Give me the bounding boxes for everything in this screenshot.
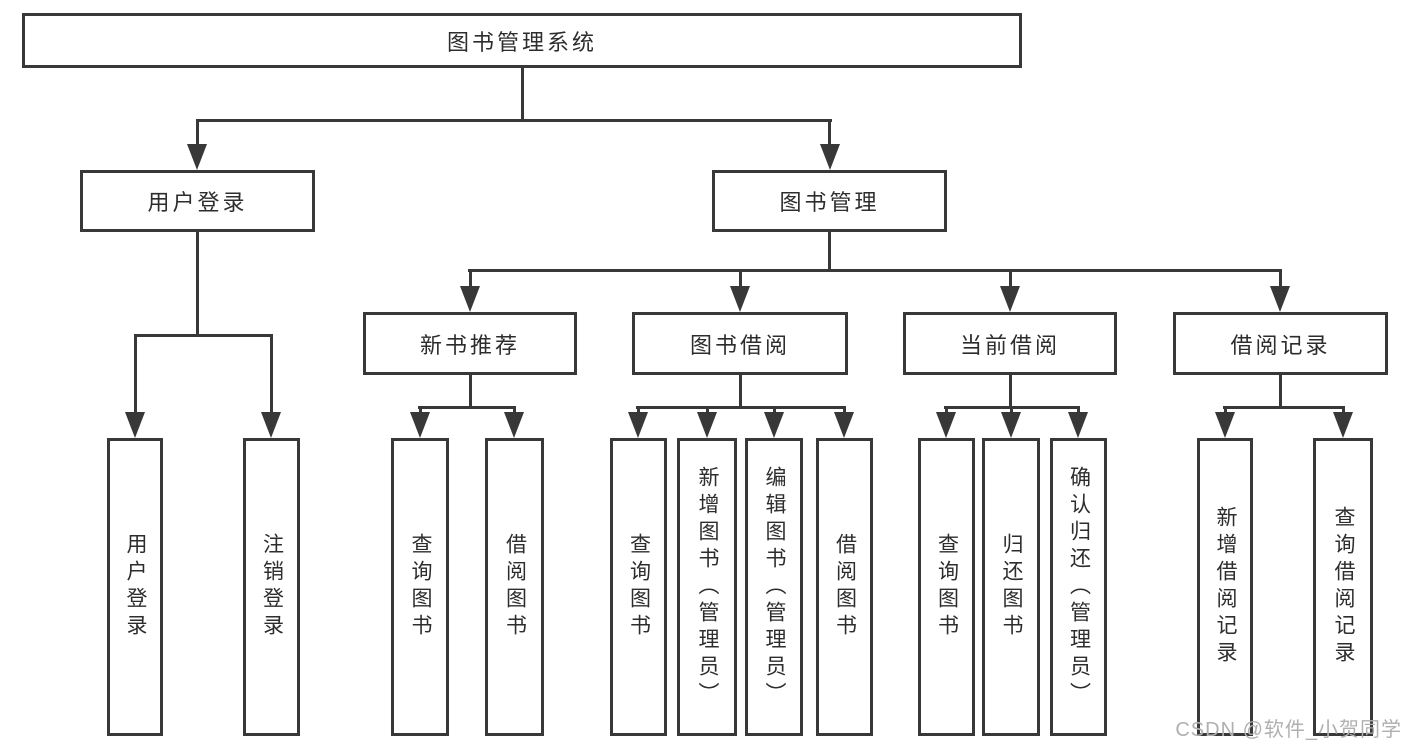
connector-userlogin-drop2 <box>270 334 273 414</box>
connector-level3-drop1 <box>469 269 472 289</box>
leaf-logout-label: 注销登录 <box>260 533 284 641</box>
node-borrow-records-label: 借阅记录 <box>1230 332 1331 358</box>
node-new-book-recommend-label: 新书推荐 <box>419 332 520 358</box>
leaf-borrow-books-1-label: 借阅图书 <box>503 533 527 641</box>
connector-leaf-drop <box>419 406 422 416</box>
arrowhead-icon <box>460 286 480 312</box>
leaf-query-books-3: 查询图书 <box>918 438 975 736</box>
leaf-query-books-1: 查询图书 <box>391 438 449 736</box>
connector-level3-bar <box>468 269 1282 272</box>
node-user-login-label: 用户登录 <box>147 190 248 215</box>
leaf-borrow-books-1: 借阅图书 <box>485 438 544 736</box>
connector-userlogin-stem <box>196 232 199 334</box>
arrowhead-icon <box>125 412 145 438</box>
connector-bookmgmt-stem <box>828 232 831 272</box>
leaf-query-books-3-label: 查询图书 <box>935 533 959 641</box>
leaf-edit-book-admin-label: 编辑图书（管理员） <box>763 465 787 709</box>
leaf-edit-book-admin: 编辑图书（管理员） <box>745 438 803 736</box>
arrowhead-icon <box>936 412 956 438</box>
arrowhead-icon <box>697 412 717 438</box>
node-current-borrow: 当前借阅 <box>903 312 1117 375</box>
node-current-borrow-label: 当前借阅 <box>959 332 1060 358</box>
leaf-query-books-2: 查询图书 <box>610 438 667 736</box>
node-root: 图书管理系统 <box>22 13 1022 68</box>
node-book-management-label: 图书管理 <box>779 190 880 215</box>
node-book-borrow-label: 图书借阅 <box>689 332 790 358</box>
connector-leaf-drop <box>1077 406 1080 416</box>
arrowhead-icon <box>730 286 750 312</box>
arrowhead-icon <box>1333 412 1353 438</box>
leaf-add-borrow-record: 新增借阅记录 <box>1197 438 1253 736</box>
node-borrow-records: 借阅记录 <box>1173 312 1388 375</box>
leaf-return-book-label: 归还图书 <box>1000 533 1024 641</box>
connector-leaf-drop <box>706 406 709 416</box>
connector-borrow-bar <box>636 406 846 409</box>
connector-leaf-drop <box>1010 406 1013 416</box>
node-book-management: 图书管理 <box>712 170 947 232</box>
leaf-user-login: 用户登录 <box>107 438 163 736</box>
node-root-label: 图书管理系统 <box>446 29 597 55</box>
connector-borrow-stem <box>739 375 742 409</box>
leaf-user-login-label: 用户登录 <box>124 533 148 641</box>
connector-leaf-drop <box>945 406 948 416</box>
leaf-query-borrow-record: 查询借阅记录 <box>1313 438 1373 736</box>
csdn-watermark: CSDN @软件_小贺同学 <box>1175 719 1402 741</box>
connector-leaf-drop <box>1224 406 1227 416</box>
connector-level3-drop2 <box>739 269 742 289</box>
connector-level3-drop4 <box>1279 269 1282 289</box>
arrowhead-icon <box>504 412 524 438</box>
arrowhead-icon <box>410 412 430 438</box>
connector-drop-book-mgmt <box>828 119 831 147</box>
leaf-query-books-2-label: 查询图书 <box>627 533 651 641</box>
connector-current-stem <box>1009 375 1012 409</box>
leaf-confirm-return-admin-label: 确认归还（管理员） <box>1067 465 1091 709</box>
arrowhead-icon <box>187 144 207 170</box>
arrowhead-icon <box>261 412 281 438</box>
connector-leaf-drop <box>513 406 516 416</box>
leaf-borrow-books-2: 借阅图书 <box>816 438 873 736</box>
arrowhead-icon <box>834 412 854 438</box>
connector-drop-user-login <box>196 119 199 147</box>
leaf-query-books-1-label: 查询图书 <box>409 533 433 641</box>
connector-userlogin-bar <box>134 334 273 337</box>
connector-userlogin-drop1 <box>134 334 137 414</box>
arrowhead-icon <box>1215 412 1235 438</box>
arrowhead-icon <box>628 412 648 438</box>
node-book-borrow: 图书借阅 <box>632 312 848 375</box>
connector-leaf-drop <box>773 406 776 416</box>
arrowhead-icon <box>764 412 784 438</box>
connector-newbook-bar <box>418 406 516 409</box>
leaf-borrow-books-2-label: 借阅图书 <box>833 533 857 641</box>
connector-newbook-stem <box>469 375 472 409</box>
leaf-add-book-admin: 新增图书（管理员） <box>677 438 737 736</box>
connector-leaf-drop <box>1342 406 1345 416</box>
leaf-add-borrow-record-label: 新增借阅记录 <box>1214 506 1238 668</box>
connector-leaf-drop <box>637 406 640 416</box>
node-user-login: 用户登录 <box>80 170 315 232</box>
connector-leaf-drop <box>843 406 846 416</box>
connector-level2-bar <box>196 119 832 122</box>
arrowhead-icon <box>1000 286 1020 312</box>
leaf-confirm-return-admin: 确认归还（管理员） <box>1050 438 1107 736</box>
leaf-logout: 注销登录 <box>243 438 300 736</box>
leaf-query-borrow-record-label: 查询借阅记录 <box>1332 506 1356 668</box>
arrowhead-icon <box>820 144 840 170</box>
leaf-add-book-admin-label: 新增图书（管理员） <box>696 465 720 709</box>
connector-level3-drop3 <box>1009 269 1012 289</box>
arrowhead-icon <box>1001 412 1021 438</box>
connector-records-bar <box>1223 406 1345 409</box>
node-new-book-recommend: 新书推荐 <box>363 312 577 375</box>
leaf-return-book: 归还图书 <box>982 438 1040 736</box>
arrowhead-icon <box>1270 286 1290 312</box>
connector-root-stem <box>521 68 524 121</box>
connector-records-stem <box>1279 375 1282 409</box>
arrowhead-icon <box>1068 412 1088 438</box>
